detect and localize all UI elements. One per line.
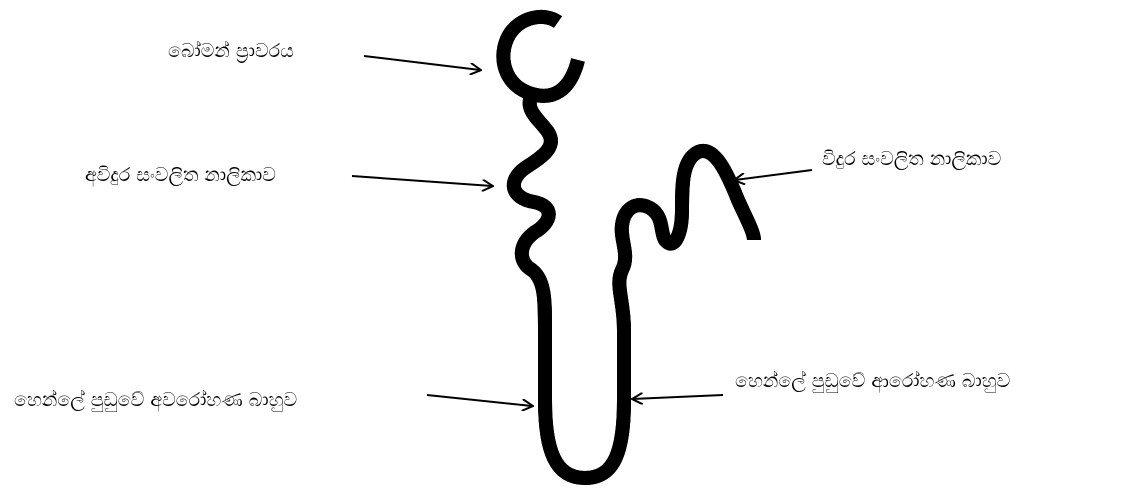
arrow-ascending [633,395,723,399]
label-distal-convoluted-tubule: විදුර සංවලිත නාලිකාව [822,150,1001,169]
arrow-bowman [364,56,480,70]
label-proximal-convoluted-tubule: අවිදුර සංවලිත නාලිකාව [85,166,276,185]
arrow-descending [427,395,532,406]
nephron-tube [503,17,754,478]
arrow-proximal [352,176,492,186]
arrow-distal [735,170,812,180]
label-bowman-capsule: බෝමන් ප්‍රාවරය [168,42,294,61]
label-loop-ascending-limb: හෙන්ලේ පුඩුවේ ආරෝහණ බාහුව [735,372,1010,391]
label-loop-descending-limb: හෙන්ලේ පුඩුවේ අවරෝහණ බාහුව [14,391,297,410]
